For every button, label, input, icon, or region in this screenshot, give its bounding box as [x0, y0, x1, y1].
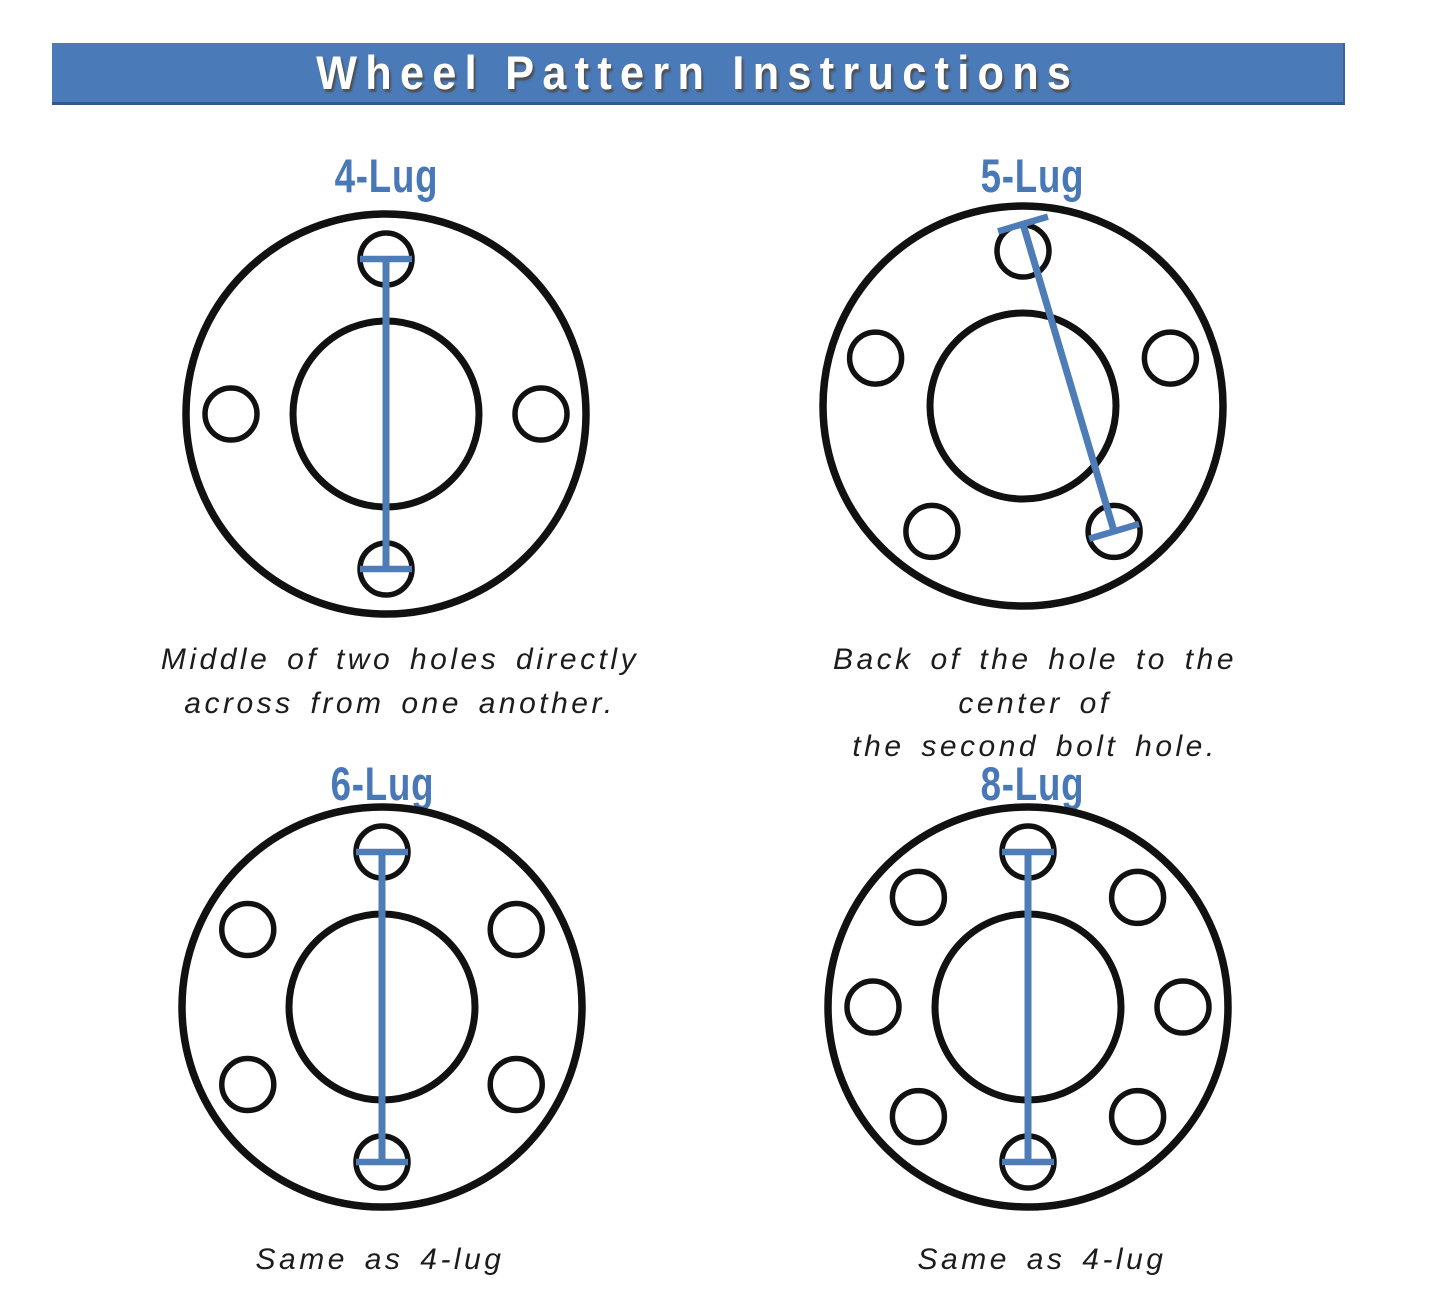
caption-6-lug: Same as 4-lug — [255, 1243, 505, 1276]
caption-4-lug: Middle of two holes directly across from… — [160, 643, 640, 720]
bolt-hole-circle — [903, 502, 961, 561]
lug-label-4-text: 4-Lug — [334, 149, 438, 202]
bolt-hole-circle — [202, 385, 260, 443]
bolt-hole-circle — [844, 978, 902, 1036]
measurement-line — [1019, 223, 1118, 533]
outer-rim-circle — [178, 803, 586, 1211]
bolt-hole-circle — [889, 1087, 948, 1146]
bolt-hole-circle — [219, 900, 277, 959]
bolt-hole-circle — [846, 329, 905, 387]
caption-8-lug: Same as 4-lug — [917, 1243, 1167, 1276]
bolt-hole-circle — [1141, 329, 1200, 387]
wheel-diagram-6-lug — [172, 797, 592, 1217]
outer-rim-circle — [824, 803, 1232, 1211]
lug-label-5: 5-Lug — [832, 150, 1232, 202]
bolt-hole-circle — [219, 1055, 277, 1114]
bolt-hole-circle — [1108, 868, 1167, 927]
wheel-svg-4-lug — [182, 210, 590, 618]
bolt-hole-circle — [1154, 978, 1212, 1036]
measurement-cap — [997, 213, 1049, 235]
bolt-hole-circle — [512, 385, 570, 443]
wheel-svg-6-lug — [178, 803, 586, 1211]
wheel-svg-8-lug — [824, 803, 1232, 1211]
outer-rim-circle — [182, 210, 590, 618]
lug-label-6: 6-Lug — [182, 758, 582, 810]
wheel-diagram-5-lug — [813, 196, 1233, 616]
bolt-hole-circle — [487, 1055, 545, 1114]
bolt-hole-circle — [487, 900, 545, 959]
wheel-diagram-8-lug — [818, 797, 1238, 1217]
title-banner: Wheel Pattern Instructions — [52, 43, 1345, 105]
lug-label-5-text: 5-Lug — [980, 149, 1084, 202]
wheel-svg-5-lug — [819, 202, 1227, 610]
bolt-hole-circle — [889, 868, 948, 927]
lug-label-8: 8-Lug — [832, 758, 1232, 810]
outer-rim-circle — [819, 202, 1227, 610]
lug-label-6-text: 6-Lug — [330, 757, 434, 810]
bolt-hole-circle — [1108, 1087, 1167, 1146]
bolt-hole-circle — [1085, 502, 1143, 561]
lug-label-8-text: 8-Lug — [980, 757, 1084, 810]
caption-5-lug: Back of the hole to the center of the se… — [832, 643, 1238, 763]
page-title: Wheel Pattern Instructions — [315, 46, 1080, 99]
wheel-diagram-4-lug — [176, 204, 596, 624]
lug-label-4: 4-Lug — [186, 150, 586, 202]
center-bore-circle — [926, 309, 1120, 503]
measurement-cap — [1088, 520, 1140, 542]
